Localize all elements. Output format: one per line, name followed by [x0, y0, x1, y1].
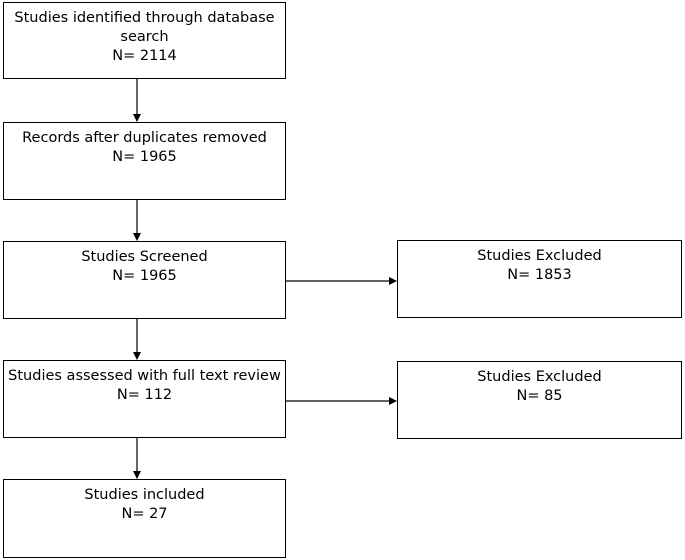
identified-count: N= 2114: [112, 48, 177, 64]
excluded-after-full-text-label: Studies Excluded: [477, 369, 602, 385]
excluded-after-screening-count: N= 1853: [507, 267, 572, 283]
screened-box: Studies Screened N= 1965: [3, 241, 286, 319]
duplicates-removed-label: Records after duplicates removed: [22, 130, 267, 146]
identified-box: Studies identified through database sear…: [3, 2, 286, 79]
screened-count: N= 1965: [112, 268, 177, 284]
full-text-review-box: Studies assessed with full text review N…: [3, 360, 286, 438]
excluded-after-screening-box: Studies Excluded N= 1853: [397, 240, 682, 318]
excluded-after-full-text-box: Studies Excluded N= 85: [397, 361, 682, 439]
full-text-review-count: N= 112: [116, 387, 173, 403]
included-box: Studies included N= 27: [3, 479, 286, 558]
included-count: N= 27: [121, 506, 168, 522]
included-label: Studies included: [84, 487, 205, 503]
duplicates-removed-box: Records after duplicates removed N= 1965: [3, 122, 286, 200]
identified-label-line1: Studies identified through database: [14, 10, 275, 26]
full-text-review-label: Studies assessed with full text review: [8, 368, 281, 384]
screened-label: Studies Screened: [81, 249, 208, 265]
excluded-after-screening-label: Studies Excluded: [477, 248, 602, 264]
excluded-after-full-text-count: N= 85: [516, 388, 563, 404]
identified-label-line2: search: [120, 29, 169, 45]
duplicates-removed-count: N= 1965: [112, 149, 177, 165]
